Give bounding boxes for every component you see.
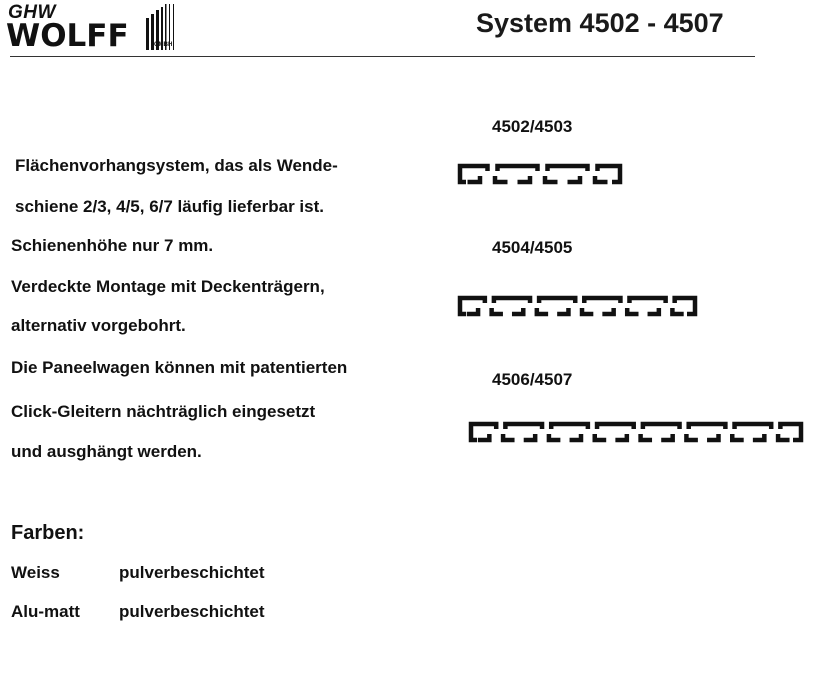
profile-outline	[457, 163, 623, 185]
profile-label-4504: 4504/4505	[492, 238, 573, 257]
logo-wolff-text: WOLFF	[6, 18, 129, 54]
rail-profile-7-track	[468, 421, 804, 443]
colors-heading: Farben:	[11, 522, 85, 544]
color-finish: pulverbeschichtet	[119, 602, 265, 621]
profile-channel	[466, 308, 503, 317]
profile-channel	[523, 434, 561, 443]
profile-label-4502: 4502/4503	[492, 117, 573, 136]
page-title: System 4502 - 4507	[476, 8, 724, 38]
profile-label-4506: 4506/4507	[492, 370, 573, 389]
description-line: und ausghängt werden.	[11, 442, 202, 461]
profile-channel	[661, 434, 698, 443]
description-line: Click-Gleitern nächträglich eingesetzt	[11, 402, 316, 421]
description-line: Die Paneelwagen können mit patentierten	[11, 358, 348, 377]
profile-outline	[457, 295, 698, 317]
profile-channel	[615, 434, 653, 443]
profile-channel	[557, 308, 594, 317]
rail-profile-5-track	[457, 295, 698, 317]
profile-channel	[569, 434, 607, 443]
description-line: Schienenhöhe nur 7 mm.	[11, 236, 214, 255]
description-line: alternativ vorgebohrt.	[11, 316, 186, 335]
color-finish: pulverbeschichtet	[119, 563, 265, 582]
logo-gmbh-text: GMBH	[154, 42, 173, 48]
profile-channel	[477, 434, 515, 443]
description-line: Verdeckte Montage mit Deckenträgern,	[11, 277, 325, 296]
profile-channel	[752, 434, 790, 443]
profile-channel	[707, 434, 744, 443]
description-line: Flächenvorhangsystem, das als Wende-	[15, 156, 338, 175]
profile-channel	[647, 308, 684, 317]
logo-ghw-text: GHW	[8, 2, 56, 23]
profile-channel	[517, 176, 558, 185]
color-name: Alu-matt	[11, 602, 80, 621]
description-line: schiene 2/3, 4/5, 6/7 läufig lieferbar i…	[15, 197, 324, 216]
profile-channel	[567, 176, 608, 185]
profile-outline	[468, 421, 804, 443]
profile-channel	[467, 176, 508, 185]
profile-channel	[602, 308, 639, 317]
header-divider	[10, 56, 755, 57]
profile-channel	[511, 308, 549, 317]
rail-profile-3-track	[457, 163, 623, 185]
company-logo: GHW WOLFF GMBH	[6, 2, 176, 58]
color-name: Weiss	[11, 563, 60, 582]
logo-bars-icon	[146, 4, 174, 50]
